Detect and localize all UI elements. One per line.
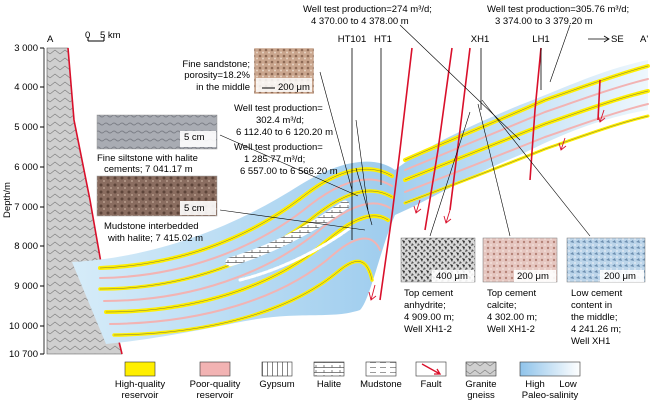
basin-body (72, 60, 648, 344)
micro-3-caption: the middle; (571, 312, 617, 323)
sandstone-scale: 200 μm (278, 82, 310, 93)
legend-label: Poor-quality (190, 379, 241, 390)
micro-2-scale: 200 μm (517, 271, 549, 282)
legend-label: Halite (317, 379, 341, 390)
sandstone-caption: Fine sandstone; (182, 59, 250, 70)
micro-2-caption: Well XH1-2 (487, 324, 535, 335)
scale-box (432, 270, 474, 282)
depth-axis-label: Depth/m (2, 182, 13, 218)
legend-label: Low (559, 379, 577, 390)
scale-label-0: 0 (85, 30, 90, 41)
well-test-annotation: Well test production=305.76 m³/d; (487, 4, 629, 15)
micro-3-caption: 4 241.26 m; (571, 324, 621, 335)
legend-swatch-halite (313, 361, 345, 377)
micro-3-caption: Low cement (571, 288, 623, 299)
well-test-annotation: 3 374.00 to 3 379.20 m (495, 16, 593, 27)
legend-label: Granite (465, 379, 496, 390)
scale-box (180, 131, 216, 147)
well-test-annotation: Well test production= (234, 103, 323, 114)
well-test-annotation: Well test production=274 m³/d; (303, 4, 432, 15)
well-test-annotation: Well test production= (234, 142, 323, 153)
micro-1-caption: anhydrite; (404, 300, 446, 311)
micro-3-caption: content in (571, 300, 612, 311)
scale-label-5km: 5 km (100, 30, 121, 41)
micro-2-caption: calcite; (487, 300, 517, 311)
legend-label: Gypsum (259, 379, 294, 390)
legend-label: Paleo-salinity (522, 390, 579, 401)
fault-arrows (368, 109, 606, 301)
scale-box (514, 270, 556, 282)
depth-tick: 6 000 (14, 162, 38, 173)
mudstone-scale: 5 cm (184, 203, 205, 214)
legend-label: reservoir (122, 390, 159, 401)
well-test-annotation: 4 370.00 to 4 378.00 m (311, 16, 409, 27)
siltstone-scale: 5 cm (184, 132, 205, 143)
legend-swatch-high-quality (124, 361, 156, 377)
siltstone-caption: cements; 7 041.17 m (104, 164, 193, 175)
micro-1-caption: Well XH1-2 (404, 324, 452, 335)
direction-label: SE (611, 34, 624, 45)
depth-tick: 8 000 (14, 241, 38, 252)
scale-bar: 0 5 km (85, 30, 121, 42)
mudstone-caption: with halite; 7 415.02 m (107, 233, 203, 244)
well-test-annotation: 302.4 m³/d; (256, 115, 304, 126)
micro-1-caption: Top cement (404, 288, 453, 299)
depth-tick: 4 000 (14, 82, 38, 93)
mudstone-caption: Mudstone interbedded (104, 221, 199, 232)
depth-tick: 9 000 (14, 281, 38, 292)
scale-box (600, 270, 644, 282)
depth-tick: 5 000 (14, 122, 38, 133)
well-test-annotation: 6 112.40 to 6 120.20 m (236, 127, 333, 138)
depth-tick: 10 700 (9, 349, 38, 360)
legend-label: High (525, 379, 545, 390)
faults (379, 47, 601, 301)
legend-label: Fault (420, 379, 441, 390)
sandstone-caption: in the middle (196, 82, 250, 93)
siltstone-caption: Fine siltstone with halite (97, 153, 198, 164)
well-test-annotation: 6 557.00 to 6 566.20 m (240, 166, 338, 177)
depth-tick: 7 000 (14, 202, 38, 213)
legend-swatch-poor-quality (199, 361, 231, 377)
leader-lines (219, 24, 591, 237)
legend-label: reservoir (197, 390, 234, 401)
direction-arrow: SE (588, 34, 624, 45)
depth-axis: 3 000 4 000 5 000 6 000 7 000 8 000 9 00… (2, 43, 45, 360)
legend-swatch-granite (465, 361, 497, 377)
legend-swatch-gypsum (261, 361, 293, 377)
reservoir-layers (98, 64, 650, 337)
micro-1-caption: 4 909.00 m; (404, 312, 454, 323)
legend-label: Mudstone (360, 379, 402, 390)
micro-2-caption: 4 302.00 m; (487, 312, 537, 323)
depth-tick: 3 000 (14, 43, 38, 54)
section-end-a-prime: A' (640, 34, 648, 45)
scale-box (180, 201, 216, 215)
well-label-lh1: LH1 (532, 34, 549, 45)
legend-label: High-quality (115, 379, 165, 390)
well-label-ht1: HT1 (374, 34, 392, 45)
micro-2-caption: Top cement (487, 288, 536, 299)
micro-3-scale: 200 μm (604, 271, 636, 282)
legend: High-quality reservoir Poor-quality rese… (115, 361, 581, 401)
legend-swatch-mudstone (365, 361, 397, 377)
fault-icon (421, 363, 442, 375)
legend-label: gneiss (467, 390, 495, 401)
well-lines (351, 48, 542, 240)
micro-1-scale: 400 μm (436, 271, 468, 282)
section-end-a: A (47, 34, 54, 45)
well-test-annotation: 1 285.77 m³/d; (244, 154, 305, 165)
well-label-ht101: HT101 (338, 34, 367, 45)
well-label-xh1: XH1 (471, 34, 489, 45)
depth-tick: 10 000 (9, 321, 38, 332)
micro-3-caption: Well XH1 (571, 336, 610, 347)
sandstone-caption: porosity=18.2% (184, 70, 250, 81)
legend-swatch-salinity (519, 361, 581, 377)
